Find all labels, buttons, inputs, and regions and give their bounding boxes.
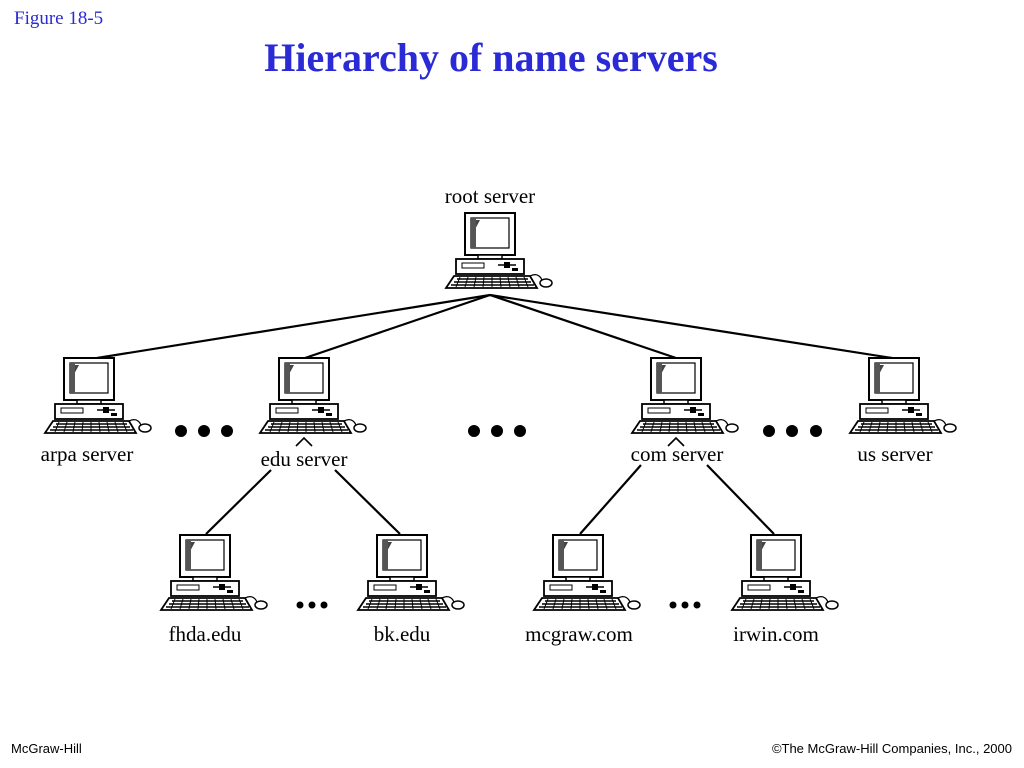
edge-edu-bk xyxy=(334,469,401,535)
edge-edu-fhda xyxy=(205,469,272,535)
irwin-com-label: irwin.com xyxy=(733,622,819,646)
edge-root-arpa xyxy=(96,293,491,360)
computer-icon xyxy=(44,357,152,434)
ellipsis-dots xyxy=(669,601,701,609)
fhda-edu-label: fhda.edu xyxy=(169,622,242,646)
edu-server-label: edu server xyxy=(261,447,348,471)
bk-edu-label: bk.edu xyxy=(374,622,431,646)
connection-lines xyxy=(96,293,893,535)
computer-icon xyxy=(849,357,957,434)
fhda-edu-node: fhda.edu xyxy=(160,534,268,646)
com-uplink-mark xyxy=(667,436,685,447)
edge-root-edu xyxy=(304,293,491,360)
edge-root-us xyxy=(489,293,893,360)
ellipsis-dots xyxy=(763,425,822,437)
edu-uplink-mark xyxy=(295,436,313,447)
com-server-node: com server xyxy=(631,357,739,466)
us-server-label: us server xyxy=(857,442,932,466)
us-server-node: us server xyxy=(849,357,957,466)
mcgraw-com-label: mcgraw.com xyxy=(525,622,633,646)
arpa-server-label: arpa server xyxy=(41,442,134,466)
irwin-com-node: irwin.com xyxy=(731,534,839,646)
computer-icon xyxy=(731,534,839,611)
com-server-label: com server xyxy=(631,442,724,466)
edge-com-mcgraw xyxy=(579,464,642,535)
figure-label: Figure 18-5 xyxy=(14,8,104,29)
arpa-server-node: arpa server xyxy=(41,357,152,466)
edge-root-com xyxy=(489,293,677,360)
computer-icon xyxy=(533,534,641,611)
ellipsis-dots xyxy=(175,425,233,437)
footer-copyright: ©The McGraw-Hill Companies, Inc., 2000 xyxy=(771,741,1012,756)
computer-icon xyxy=(160,534,268,611)
edge-com-irwin xyxy=(706,464,775,535)
ellipsis-dots xyxy=(296,601,328,609)
computer-icon xyxy=(259,357,367,434)
page-title: Hierarchy of name servers xyxy=(264,35,718,80)
ellipsis-dots xyxy=(468,425,526,437)
root-server-node: root server xyxy=(445,184,553,289)
bk-edu-node: bk.edu xyxy=(357,534,465,646)
edu-server-node: edu server xyxy=(259,357,367,471)
mcgraw-com-node: mcgraw.com xyxy=(525,534,641,646)
computer-icon xyxy=(631,357,739,434)
footer-publisher: McGraw-Hill xyxy=(11,741,82,756)
computer-icon xyxy=(357,534,465,611)
computer-icon xyxy=(445,212,553,289)
root-server-label: root server xyxy=(445,184,535,208)
